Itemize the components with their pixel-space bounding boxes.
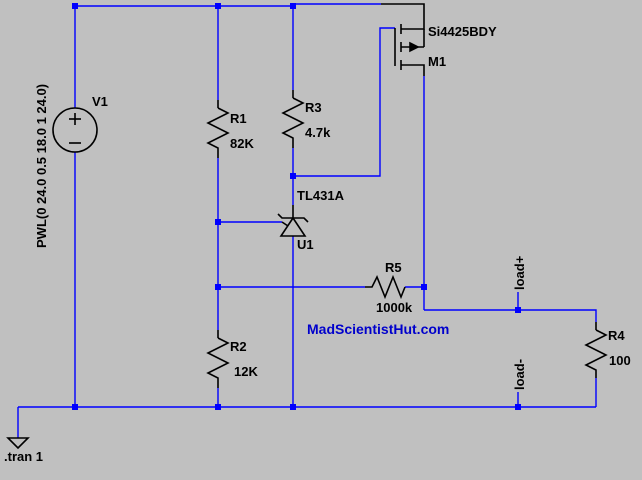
voltage-source-v1[interactable] <box>52 107 98 153</box>
junction-dot <box>290 3 296 9</box>
r1-name: R1 <box>230 111 247 126</box>
junction-dot <box>72 3 78 9</box>
junction-dot <box>515 307 521 313</box>
resistor-r2[interactable] <box>206 330 230 388</box>
wire-gate[interactable] <box>293 27 395 177</box>
r5-value: 1000k <box>376 300 413 315</box>
v1-name: V1 <box>92 94 108 109</box>
wire-top-rail[interactable] <box>75 3 381 7</box>
r4-value: 100 <box>609 353 631 368</box>
ground-icon <box>6 437 30 450</box>
u1-value: TL431A <box>297 188 345 203</box>
junction-dot <box>290 404 296 410</box>
ground-symbol[interactable] <box>6 437 30 450</box>
net-label-load-minus[interactable]: load- <box>512 359 527 390</box>
junction-dot <box>72 404 78 410</box>
resistor-r5[interactable] <box>365 274 406 300</box>
wires <box>17 3 597 438</box>
net-label-load-plus[interactable]: load+ <box>512 255 527 290</box>
r4-name: R4 <box>608 328 625 343</box>
m1-value: Si4425BDY <box>428 24 497 39</box>
wire-load-plus[interactable] <box>424 309 597 322</box>
u1-name: U1 <box>297 237 314 252</box>
resistor-r4[interactable] <box>584 322 608 378</box>
resistor-r3[interactable] <box>281 90 305 148</box>
resistor-r1[interactable] <box>206 100 230 158</box>
r1-value: 82K <box>230 136 254 151</box>
mosfet-m1[interactable] <box>381 3 425 76</box>
r5-name: R5 <box>385 260 402 275</box>
junction-dot <box>215 219 221 225</box>
junctions <box>72 3 521 410</box>
m1-name: M1 <box>428 54 446 69</box>
r2-name: R2 <box>230 339 247 354</box>
shunt-regulator-u1[interactable] <box>277 205 309 237</box>
junction-dot <box>215 284 221 290</box>
junction-dot <box>515 404 521 410</box>
junction-dot <box>215 404 221 410</box>
tran-directive[interactable]: .tran 1 <box>4 449 43 464</box>
watermark-text: MadScientistHut.com <box>307 321 449 337</box>
junction-dot <box>421 284 427 290</box>
arrow-icon <box>409 41 420 53</box>
v1-value: PWL(0 24.0 0.5 18.0 1 24.0) <box>34 84 49 248</box>
r3-value: 4.7k <box>305 125 331 140</box>
r2-value: 12K <box>234 364 258 379</box>
r3-name: R3 <box>305 100 322 115</box>
junction-dot <box>290 173 296 179</box>
junction-dot <box>215 3 221 9</box>
